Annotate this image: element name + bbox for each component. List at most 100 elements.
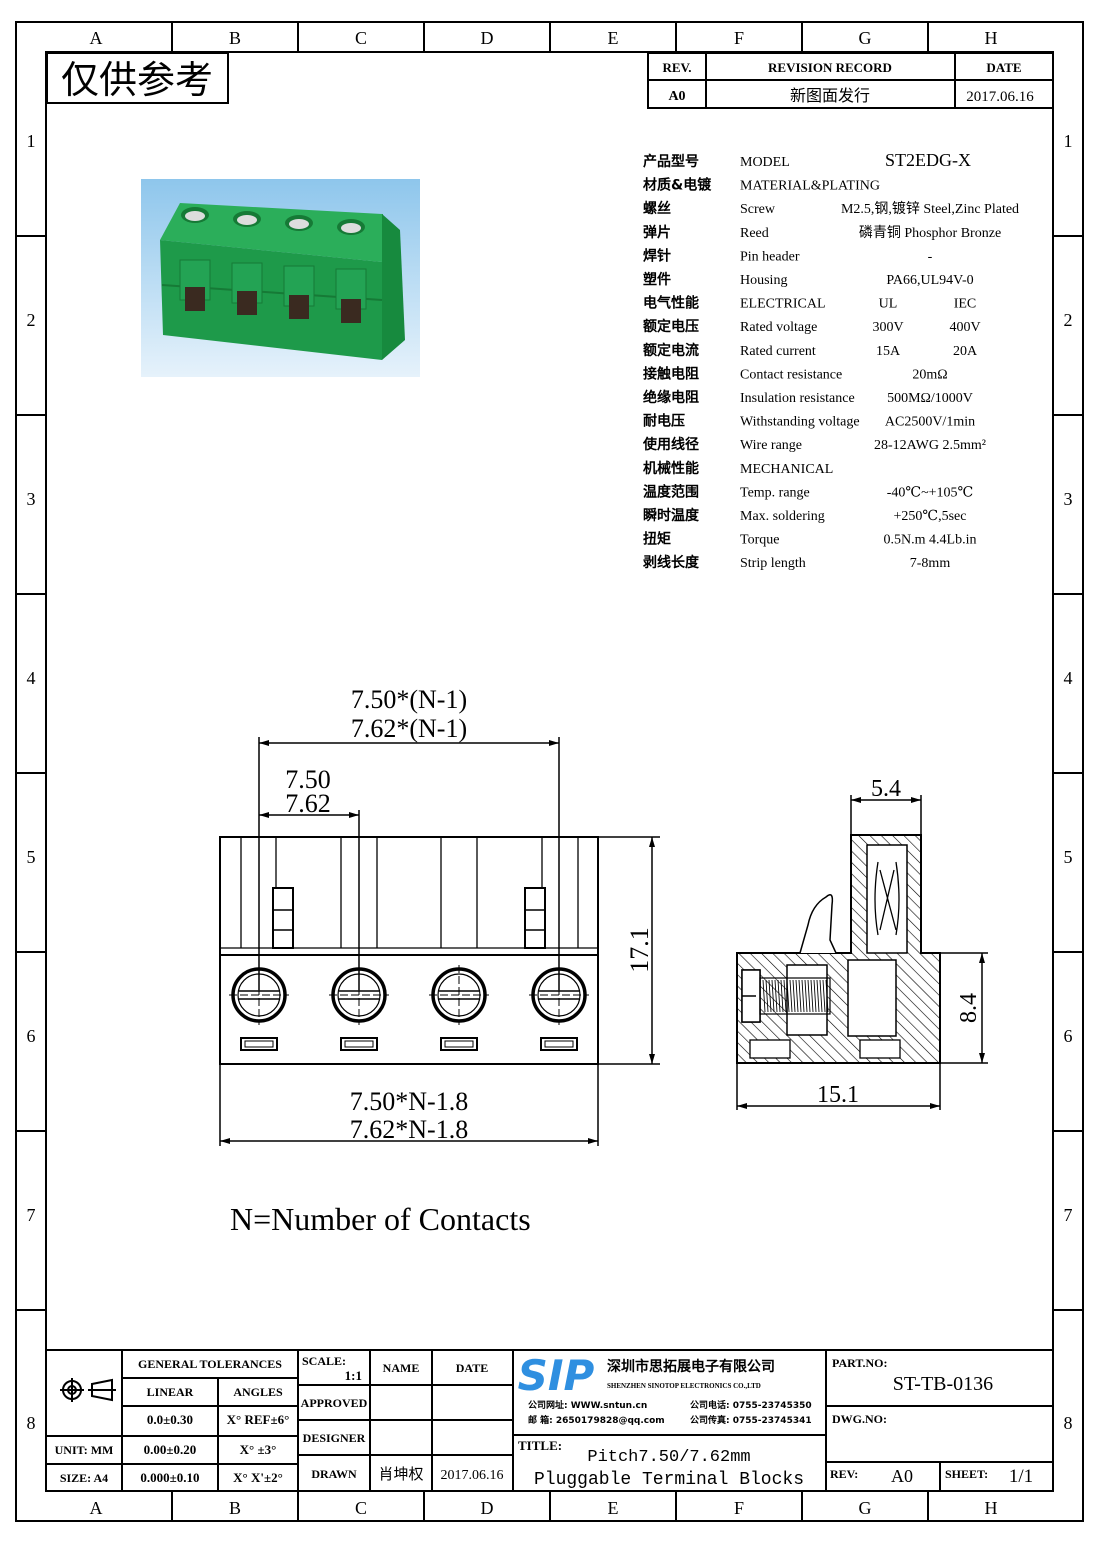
spec-cn-label: 剥线长度 (643, 554, 700, 571)
spec-value: -40℃~+105℃ (887, 485, 973, 500)
length-dim-762: 7.62*N-1.8 (350, 1115, 468, 1144)
revision-record-header: REVISION RECORD (768, 60, 892, 75)
spec-row: 剥线长度 Strip length 7-8mm (643, 554, 950, 571)
pitch-dim-762: 7.62 (285, 789, 331, 818)
spec-value: 0.5N.m 4.4Lb.in (884, 533, 977, 548)
linear-label: LINEAR (147, 1385, 194, 1399)
spec-en-label: Temp. range (740, 485, 810, 500)
photo-wire-entry (237, 291, 257, 315)
reference-only-stamp: 仅供参考 (61, 58, 213, 102)
column-label-E: E (608, 1498, 619, 1518)
photo-wire-entry (289, 295, 309, 319)
revision-table: REV. REVISION RECORD DATE A0 新图面发行 2017.… (647, 52, 1054, 109)
drawn-date: 2017.06.16 (441, 1468, 504, 1483)
spec-cn-label: 塑件 (643, 271, 671, 288)
column-label-H: H (985, 1498, 998, 1518)
spec-en-label: Rated voltage (740, 320, 817, 335)
company-logo: SIP (518, 1351, 595, 1400)
svg-text:SIP: SIP (518, 1351, 595, 1400)
spec-cn-label: 额定电压 (643, 318, 699, 335)
spec-en-label: Reed (740, 226, 769, 241)
side-section-view (736, 834, 941, 1064)
revision-description: 新图面发行 (790, 86, 870, 105)
photo-wire-entry (185, 287, 205, 311)
spec-value: ST2EDG-X (885, 150, 971, 170)
drawn-by-name: 肖坤权 (378, 1465, 423, 1483)
spec-en-label: Withstanding voltage (740, 415, 860, 430)
spec-cn-label: 机械性能 (643, 460, 699, 477)
wire-entry (340, 1037, 378, 1051)
column-label-C: C (355, 1498, 367, 1518)
row-label-3: 3 (1064, 489, 1073, 509)
column-label-G: G (859, 28, 872, 48)
company-name-cn: 深圳市思拓展电子有限公司 (607, 1358, 775, 1375)
spec-en-label: MECHANICAL (740, 462, 833, 477)
spec-cn-label: 接触电阻 (643, 365, 699, 382)
spec-en-label: MATERIAL&PLATING (740, 179, 880, 194)
spec-cn-label: 使用线径 (642, 436, 699, 453)
company-name-en: SHENZHEN SINOTOP ELECTRONICS CO.,LTD (607, 1382, 761, 1390)
date-header: DATE (986, 60, 1021, 75)
spec-en-label: Max. soldering (740, 509, 825, 524)
column-label-G: G (859, 1498, 872, 1518)
spec-en-label: ELECTRICAL (740, 297, 826, 312)
spec-en-label: MODEL (740, 155, 790, 170)
spec-cn-label: 弹片 (643, 224, 671, 241)
designer-label: DESIGNER (303, 1431, 366, 1445)
spec-value: 500MΩ/1000V (887, 391, 973, 406)
revision-date: 2017.06.16 (966, 89, 1034, 105)
spec-en-label: Insulation resistance (740, 391, 855, 406)
latch (272, 887, 294, 949)
spec-value: 28-12AWG 2.5mm² (874, 438, 986, 453)
spec-cn-label: 耐电压 (643, 413, 685, 430)
spec-cn-label: 绝缘电阻 (643, 389, 699, 406)
spec-en-label: Strip length (740, 556, 806, 571)
spec-value: 20mΩ (912, 367, 947, 382)
wire-entry (440, 1037, 478, 1051)
part-number: ST-TB-0136 (893, 1373, 993, 1395)
spec-value: 300V (872, 320, 903, 335)
column-label-D: D (481, 28, 494, 48)
company-phone: 公司电话: 0755-23745350 (690, 1399, 812, 1411)
column-label-B: B (229, 1498, 241, 1518)
spec-value: 15A (876, 344, 901, 359)
company-website: 公司网址: WWW.sntun.cn (528, 1399, 647, 1411)
latch (524, 887, 546, 949)
drawing-title-line2: Pluggable Terminal Blocks (534, 1470, 804, 1490)
height-dim: 17.1 (625, 927, 654, 973)
length-dim-750: 7.50*N-1.8 (350, 1087, 468, 1116)
sheet-value: 1/1 (1009, 1466, 1033, 1487)
spec-en-label: Rated current (740, 344, 816, 359)
unit-label: UNIT: MM (55, 1443, 114, 1457)
spec-value-iec: IEC (954, 297, 977, 312)
rev-label-tb: REV: (830, 1467, 858, 1481)
title-block (45, 1349, 1054, 1492)
side-top-dim: 5.4 (871, 776, 901, 802)
spec-value: +250℃,5sec (894, 509, 967, 524)
spec-value: - (928, 249, 933, 264)
scale-value: 1:1 (345, 1368, 362, 1383)
column-label-H: H (985, 28, 998, 48)
spec-en-label: Wire range (740, 438, 802, 453)
wire-entry (240, 1037, 278, 1051)
side-dimensions (736, 795, 988, 1110)
product-photo (141, 179, 420, 377)
spec-value: UL (879, 297, 898, 312)
spec-row: 使用线径 Wire range 28-12AWG 2.5mm² (642, 436, 986, 453)
spec-value: 7-8mm (910, 556, 951, 571)
row-label-5: 5 (27, 847, 36, 867)
linear-tol-2: 0.00±0.20 (144, 1442, 197, 1457)
angle-tol-3: X° X'±2° (233, 1470, 283, 1485)
scale-label: SCALE: (302, 1354, 346, 1368)
span-dim-762: 7.62*(N-1) (351, 714, 467, 743)
row-label-7: 7 (27, 1205, 36, 1225)
